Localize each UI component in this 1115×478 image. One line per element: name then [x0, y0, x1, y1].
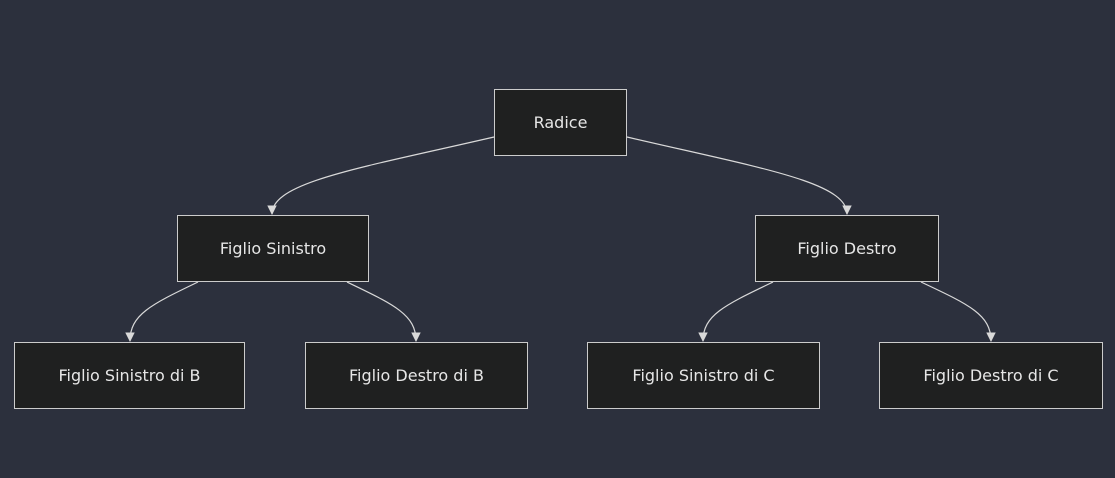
node-figlio-destro[interactable]: Figlio Destro	[755, 215, 939, 282]
node-label: Figlio Sinistro di B	[58, 366, 201, 385]
edge-figlio-sinistro-to-destro-di-b	[346, 281, 421, 342]
node-figlio-sinistro-di-c[interactable]: Figlio Sinistro di C	[587, 342, 820, 409]
node-label: Figlio Sinistro	[219, 239, 327, 258]
node-label: Figlio Destro	[797, 239, 897, 258]
node-figlio-destro-di-c[interactable]: Figlio Destro di C	[879, 342, 1103, 409]
node-label: Figlio Destro di B	[349, 366, 484, 385]
node-figlio-sinistro[interactable]: Figlio Sinistro	[177, 215, 369, 282]
edge-root-to-figlio-sinistro	[267, 136, 495, 215]
node-figlio-sinistro-di-b[interactable]: Figlio Sinistro di B	[14, 342, 245, 409]
node-label: Radice	[533, 113, 588, 132]
node-label: Figlio Destro di C	[923, 366, 1059, 385]
node-figlio-destro-di-b[interactable]: Figlio Destro di B	[305, 342, 528, 409]
node-radice[interactable]: Radice	[494, 89, 627, 156]
edge-figlio-sinistro-to-sinistro-di-b	[125, 281, 199, 342]
edge-figlio-destro-to-sinistro-di-c	[698, 281, 774, 342]
node-label: Figlio Sinistro di C	[632, 366, 775, 385]
edge-figlio-destro-to-destro-di-c	[920, 281, 996, 342]
edge-root-to-figlio-destro	[626, 136, 852, 215]
